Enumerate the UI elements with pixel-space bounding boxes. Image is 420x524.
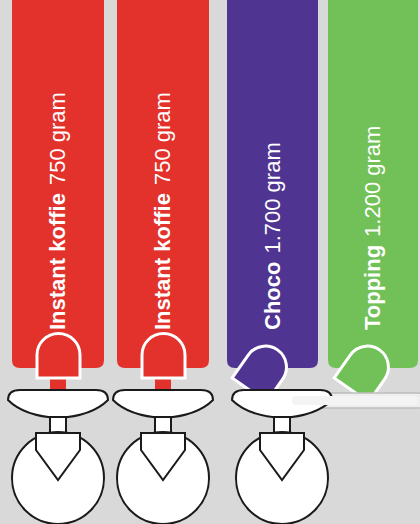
ingredient-name: Instant koffie: [150, 193, 175, 330]
ingredient-canister: Topping 1.200 gram: [328, 0, 418, 368]
canister: [117, 0, 209, 368]
ingredient-amount: 1.700 gram: [260, 142, 285, 253]
canister-label: Topping 1.200 gram: [360, 126, 386, 330]
spout: [142, 334, 185, 379]
canister-label: Instant koffie 750 gram: [150, 92, 176, 330]
ingredient-canister: Instant koffie 750 gram: [12, 0, 104, 368]
ingredient-name: Instant koffie: [45, 193, 70, 330]
spout: [37, 334, 80, 378]
whipper: [232, 390, 332, 524]
pipe-highlight: [292, 396, 418, 405]
ingredient-canister: Instant koffie 750 gram: [117, 0, 209, 368]
whipper: [8, 390, 108, 524]
canister: [12, 0, 104, 368]
whipper: [113, 390, 213, 524]
canister: [227, 0, 318, 368]
ingredient-canister: Choco 1.700 gram: [227, 0, 318, 368]
canister-label: Choco 1.700 gram: [260, 142, 286, 330]
canister: [328, 0, 418, 368]
ingredient-name: Choco: [260, 262, 285, 330]
canister-label: Instant koffie 750 gram: [45, 92, 71, 330]
ingredient-name: Topping: [360, 245, 385, 330]
ingredient-amount: 750 gram: [150, 92, 175, 185]
ingredient-amount: 1.200 gram: [360, 126, 385, 237]
ingredient-amount: 750 gram: [45, 92, 70, 185]
